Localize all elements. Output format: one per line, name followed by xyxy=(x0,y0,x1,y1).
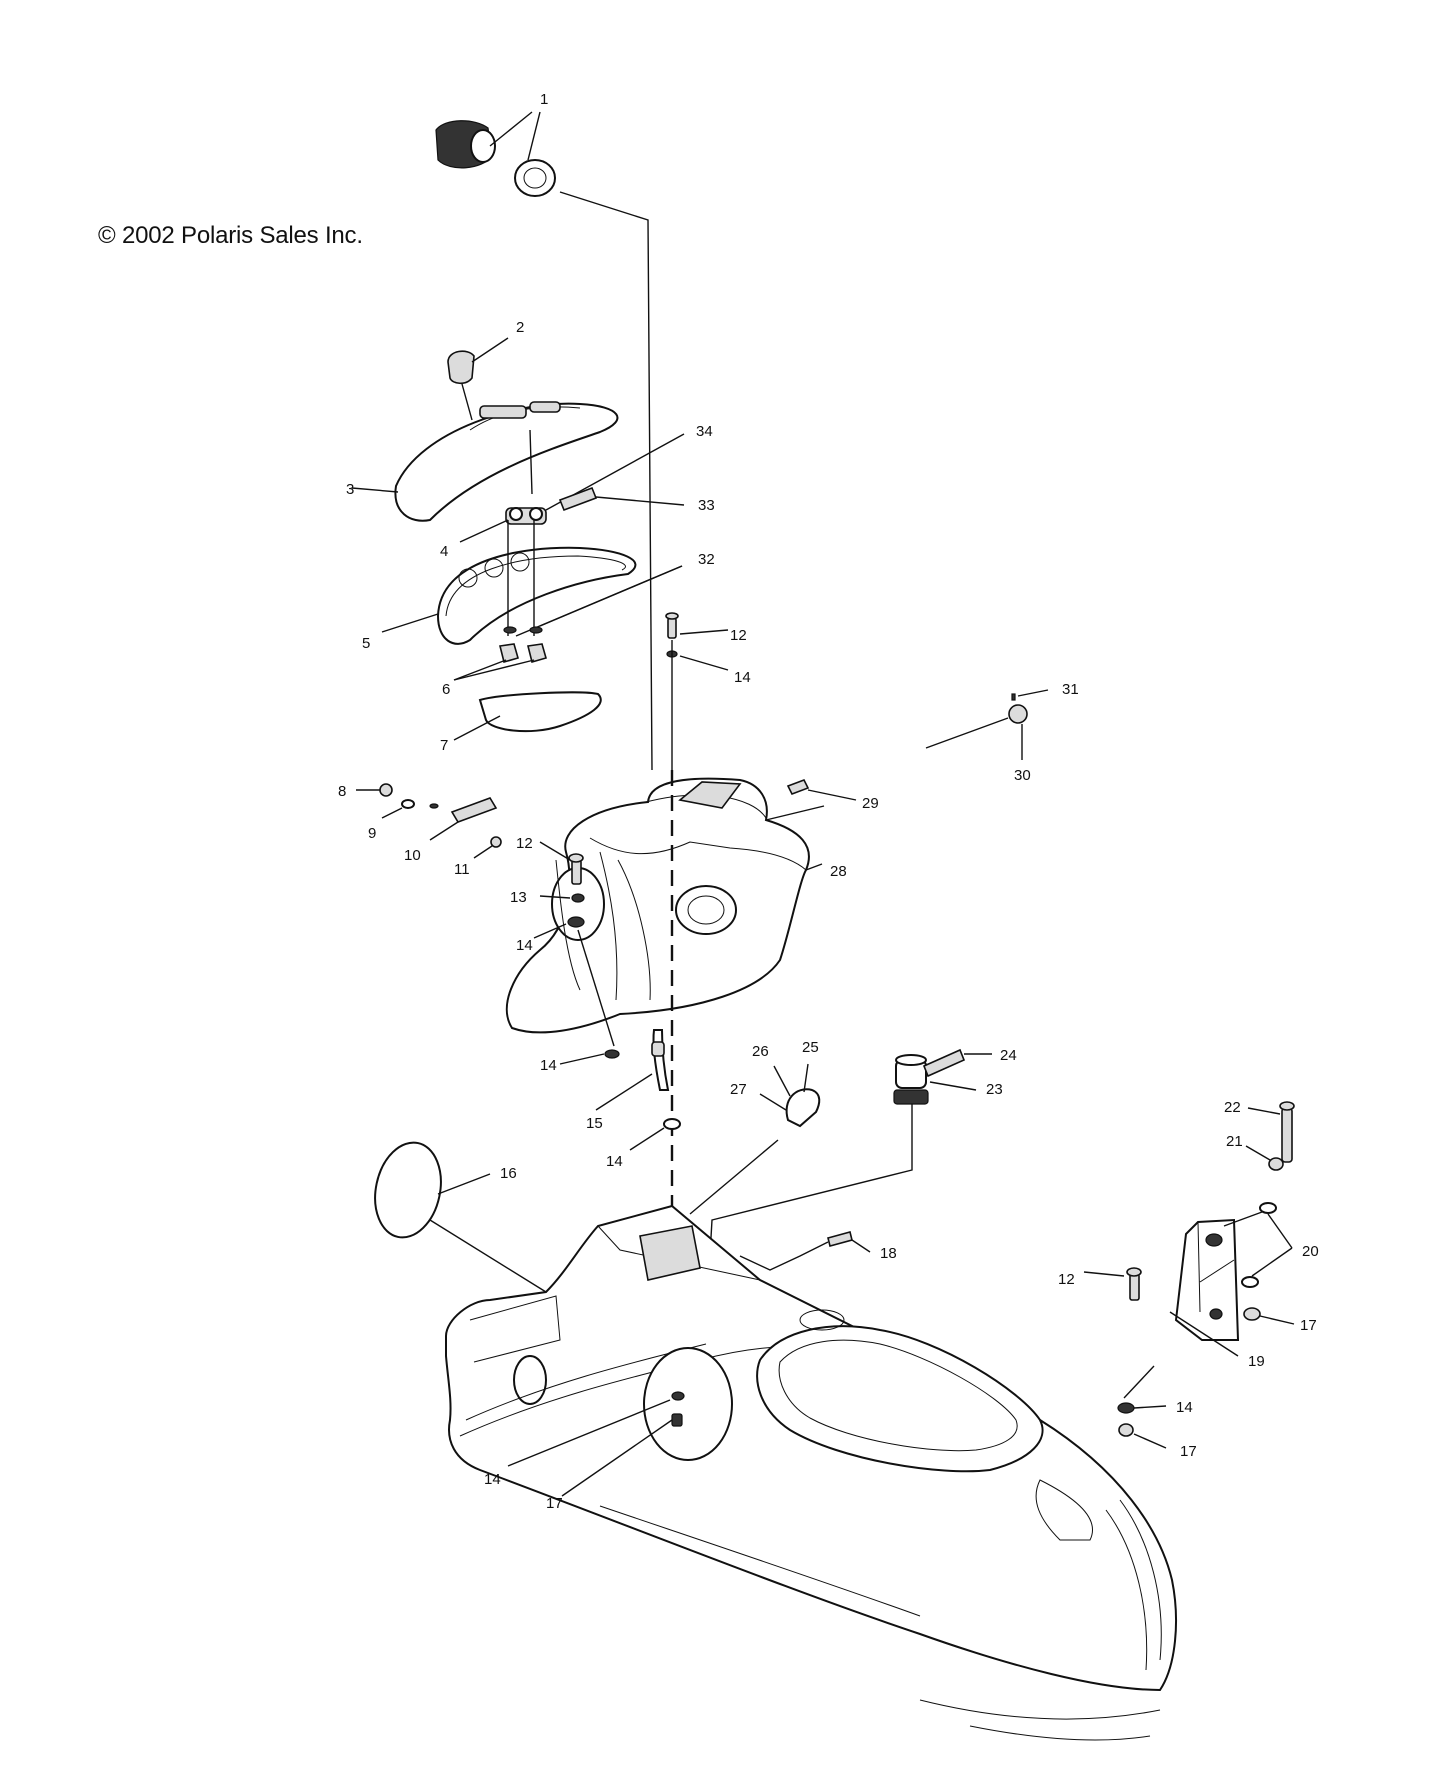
part-26-clamp xyxy=(689,1063,821,1215)
callout-29: 29 xyxy=(862,795,879,812)
callout-6: 6 xyxy=(442,681,450,698)
callout-14-centre: 14 xyxy=(606,1153,623,1170)
callout-20: 20 xyxy=(1302,1243,1319,1260)
callout-10: 10 xyxy=(404,847,421,864)
callout-17-right: 17 xyxy=(1300,1317,1317,1334)
part-29-clip xyxy=(786,778,857,801)
part-6-nuts xyxy=(453,626,547,681)
callout-21: 21 xyxy=(1226,1133,1243,1150)
part-17-nut-hull xyxy=(561,1413,683,1497)
callout-5: 5 xyxy=(362,635,370,652)
part-21-nut xyxy=(1245,1145,1284,1171)
part-14-washer-lower xyxy=(559,1049,620,1065)
callout-14-lower: 14 xyxy=(540,1057,557,1074)
part-11-screw xyxy=(473,836,502,859)
part-1-knob-and-ring xyxy=(435,111,556,197)
callout-12-right: 12 xyxy=(1058,1271,1075,1288)
callout-7: 7 xyxy=(440,737,448,754)
part-12-bolt-right xyxy=(1083,1267,1142,1301)
callout-2: 2 xyxy=(516,319,524,336)
hull-body xyxy=(445,1204,1177,1741)
callout-34: 34 xyxy=(696,423,713,440)
part-17-nut-right xyxy=(1243,1307,1295,1325)
callout-17-bottom-right: 17 xyxy=(1180,1443,1197,1460)
callout-8: 8 xyxy=(338,783,346,800)
callout-28: 28 xyxy=(830,863,847,880)
callout-22: 22 xyxy=(1224,1099,1241,1116)
callout-4: 4 xyxy=(440,543,448,560)
callout-14-right: 14 xyxy=(1176,1399,1193,1416)
part-5-gasket xyxy=(381,546,637,645)
callout-3: 3 xyxy=(346,481,354,498)
callout-14-hull: 14 xyxy=(484,1471,501,1488)
callout-14-upper: 14 xyxy=(734,669,751,686)
part-17-nut-bottom-right xyxy=(1118,1423,1167,1449)
callout-31: 31 xyxy=(1062,681,1079,698)
part-14-washer-centre xyxy=(629,1118,681,1151)
callout-32: 32 xyxy=(698,551,715,568)
callout-1: 1 xyxy=(540,91,548,108)
callout-12-mid: 12 xyxy=(516,835,533,852)
part-12-bolt-upper xyxy=(665,612,729,770)
callout-16: 16 xyxy=(500,1165,517,1182)
part-3-cover xyxy=(351,401,619,522)
part-19-bracket xyxy=(1169,1218,1240,1357)
callout-14-mid: 14 xyxy=(516,937,533,954)
part-7-pad xyxy=(453,691,602,741)
callout-18: 18 xyxy=(880,1245,897,1262)
callout-25: 25 xyxy=(802,1039,819,1056)
callout-13: 13 xyxy=(510,889,527,906)
part-28-console-housing xyxy=(505,777,825,1034)
callout-30: 30 xyxy=(1014,767,1031,784)
part-30-plug xyxy=(925,704,1028,760)
callout-19: 19 xyxy=(1248,1353,1265,1370)
part-10-latch xyxy=(429,797,498,841)
part-14-washer-right xyxy=(1117,1365,1167,1414)
part-14-washer-hull xyxy=(507,1391,685,1467)
part-2-knob xyxy=(447,337,509,421)
part-33-pin xyxy=(558,486,685,512)
assembly-line-main xyxy=(559,191,653,771)
part-18-rivet xyxy=(739,1231,871,1271)
callout-23: 23 xyxy=(986,1081,1003,1098)
part-23-sensor xyxy=(707,1048,992,1291)
part-16-decal xyxy=(374,1141,547,1293)
part-8-nut xyxy=(356,783,393,797)
part-20-washers xyxy=(1223,1202,1293,1288)
callout-17-hull: 17 xyxy=(546,1495,563,1512)
part-22-bolt xyxy=(1247,1101,1295,1163)
copyright-notice: © 2002 Polaris Sales Inc. xyxy=(98,222,363,249)
callout-9: 9 xyxy=(368,825,376,842)
callout-15: 15 xyxy=(586,1115,603,1132)
callout-11: 11 xyxy=(454,861,470,878)
part-15-hose xyxy=(595,1029,670,1111)
callout-labels: 1 2 3 4 5 6 7 8 9 10 11 12 12 12 13 14 1… xyxy=(338,91,1319,1512)
callout-26: 26 xyxy=(752,1043,769,1060)
part-12-bolt-mid xyxy=(533,841,615,1047)
callout-33: 33 xyxy=(698,497,715,514)
part-9-washer xyxy=(381,799,439,819)
callout-27: 27 xyxy=(730,1081,747,1098)
part-31-pin xyxy=(1011,689,1049,701)
callout-12-upper: 12 xyxy=(730,627,747,644)
callout-24: 24 xyxy=(1000,1047,1017,1064)
